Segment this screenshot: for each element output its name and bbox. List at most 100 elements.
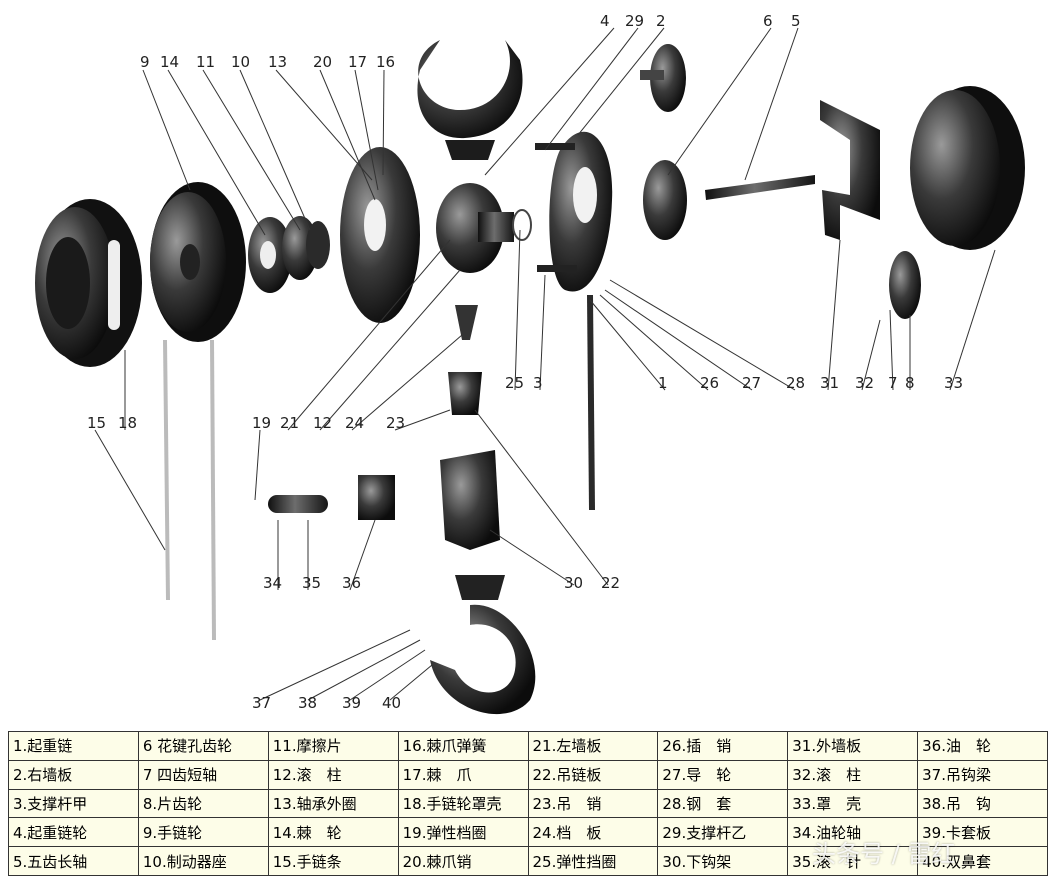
callout-2: 2 [656,12,666,30]
callout-36: 36 [342,574,361,592]
callout-20: 20 [313,53,332,71]
bottom-hook [430,575,536,715]
part-13-20-17-disc [340,147,420,323]
part-30-hook-frame [440,450,500,550]
legend-cell: 8.片齿轮 [137,788,269,819]
legend-cell: 26.插 销 [657,731,789,761]
callout-9: 9 [140,53,150,71]
callout-39: 39 [342,694,361,712]
legend-cell: 25.弹性挡圈 [527,846,659,876]
callout-32: 32 [855,374,874,392]
part-8-gear [889,251,921,319]
legend-cell: 16.棘爪弹簧 [397,731,529,761]
callout-25: 25 [505,374,524,392]
legend-cell: 10.制动器座 [137,846,269,876]
legend-cell: 19.弹性档圈 [397,817,529,848]
callout-17: 17 [348,53,367,71]
callout-23: 23 [386,414,405,432]
callout-33: 33 [944,374,963,392]
legend-cell: 23.吊 销 [527,788,659,819]
part-2-right-wall-plate [535,131,613,292]
callout-27: 27 [742,374,761,392]
legend-cell: 27.导 轮 [657,759,789,790]
legend-cell: 22.吊链板 [527,759,659,790]
callout-31: 31 [820,374,839,392]
part-34-35-36 [268,475,395,520]
callout-22: 22 [601,574,620,592]
legend-cell: 1.起重链 [8,731,139,761]
part-5-long-shaft [705,175,815,200]
legend-cell: 4.起重链轮 [8,817,139,848]
legend-cell: 13.轴承外圈 [267,788,399,819]
callout-29: 29 [625,12,644,30]
callout-37: 37 [252,694,271,712]
callout-26: 26 [700,374,719,392]
part-9-hand-wheel [150,182,246,342]
legend-cell: 34.油轮轴 [787,817,919,848]
callout-14: 14 [160,53,179,71]
legend-cell: 30.下钩架 [657,846,789,876]
callout-12: 12 [313,414,332,432]
callout-13: 13 [268,53,287,71]
part-23-pin [448,372,482,415]
legend-cell: 12.滚 柱 [267,759,399,790]
lift-chain [587,294,595,511]
part-6-splined-gear [643,160,687,240]
legend-cell: 21.左墙板 [527,731,659,761]
legend-cell: 37.吊钩梁 [917,759,1048,790]
callout-6: 6 [763,12,773,30]
legend-cell: 14.棘 轮 [267,817,399,848]
legend-cell: 32.滚 柱 [787,759,919,790]
callout-15: 15 [87,414,106,432]
callout-3: 3 [533,374,543,392]
callout-10: 10 [231,53,250,71]
legend-cell: 18.手链轮罩壳 [397,788,529,819]
legend-cell: 9.手链轮 [137,817,269,848]
callout-5: 5 [791,12,801,30]
hand-chain [163,339,216,641]
legend-cell: 33.罩 壳 [787,788,919,819]
callout-11: 11 [196,53,215,71]
part-24-block [455,305,478,340]
legend-cell: 28.钢 套 [657,788,789,819]
callout-1: 1 [658,374,668,392]
callout-30: 30 [564,574,583,592]
legend-cell: 29.支撑杆乙 [657,817,789,848]
callout-16: 16 [376,53,395,71]
callout-7: 7 [888,374,898,392]
watermark: 头条号 / 雷红 [812,840,956,868]
callout-35: 35 [302,574,321,592]
legend-cell: 35.滚 针 [787,846,919,876]
callout-24: 24 [345,414,364,432]
part-18-cover [35,199,142,367]
callout-8: 8 [905,374,915,392]
legend-cell: 2.右墙板 [8,759,139,790]
legend-cell: 31.外墙板 [787,731,919,761]
top-hook [417,40,523,160]
part-33-cover [910,86,1025,250]
callout-21: 21 [280,414,299,432]
leader-lines [94,27,996,701]
callout-34: 34 [263,574,282,592]
legend-cell: 24.档 板 [527,817,659,848]
part-14-ratchet [248,217,292,293]
callout-4: 4 [600,12,610,30]
part-4-lift-wheel [436,183,532,273]
legend-cell: 3.支撑杆甲 [8,788,139,819]
legend-cell: 7 四齿短轴 [137,759,269,790]
legend-cell: 40.双鼻套 [917,846,1048,876]
part-11-10-brake [282,216,330,280]
legend-cell: 20.棘爪销 [397,846,529,876]
callout-19: 19 [252,414,271,432]
part-31-outer-wall [820,100,880,240]
legend-cell: 15.手链条 [267,846,399,876]
legend-cell: 6 花键孔齿轮 [137,731,269,761]
legend-cell: 17.棘 爪 [397,759,529,790]
legend-cell: 5.五齿长轴 [8,846,139,876]
